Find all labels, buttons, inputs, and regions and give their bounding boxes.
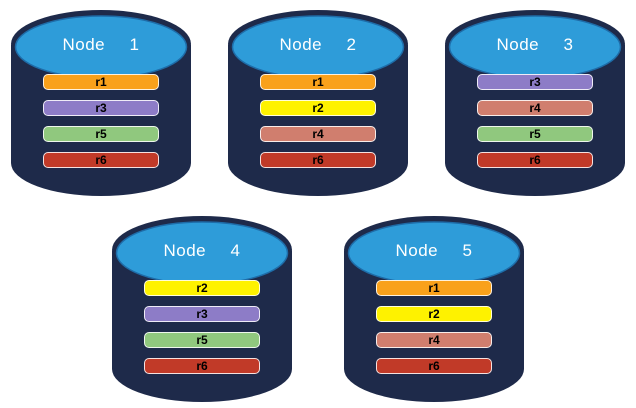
- node-row-top: Node 1 r1 r3 r5 r6 Node 2 r1 r2 r4 r6 Node 3 r…: [8, 8, 628, 200]
- replica-bar-r1: r1: [376, 280, 492, 296]
- replica-bar-r6: r6: [260, 152, 376, 168]
- replica-label: r6: [95, 153, 107, 167]
- replica-list: r1 r3 r5 r6: [43, 74, 159, 168]
- replica-label: r5: [529, 127, 541, 141]
- node-title: Node 2: [279, 35, 357, 54]
- replica-label: r6: [428, 359, 440, 373]
- replica-label: r2: [312, 101, 324, 115]
- replica-list: r1 r2 r4 r6: [376, 280, 492, 374]
- replica-bar-r4: r4: [260, 126, 376, 142]
- replica-list: r3 r4 r5 r6: [477, 74, 593, 168]
- replica-label: r6: [196, 359, 208, 373]
- replica-label: r3: [95, 101, 107, 115]
- replica-label: r2: [428, 307, 440, 321]
- replica-label: r5: [196, 333, 208, 347]
- replica-label: r2: [196, 281, 208, 295]
- replica-bar-r5: r5: [43, 126, 159, 142]
- node-title: Node 5: [395, 241, 473, 260]
- replica-bar-r6: r6: [144, 358, 260, 374]
- node-row-bottom: Node 4 r2 r3 r5 r6 Node 5 r1 r2 r4 r6: [0, 214, 636, 406]
- replica-bar-r6: r6: [376, 358, 492, 374]
- replica-label: r1: [428, 281, 440, 295]
- replica-label: r1: [95, 75, 107, 89]
- database-node-3: Node 3 r3 r4 r5 r6: [442, 8, 628, 200]
- replica-bar-r2: r2: [376, 306, 492, 322]
- replica-bar-r3: r3: [477, 74, 593, 90]
- replica-bar-r5: r5: [477, 126, 593, 142]
- replica-label: r3: [196, 307, 208, 321]
- node-title: Node 3: [496, 35, 574, 54]
- replica-bar-r4: r4: [477, 100, 593, 116]
- database-node-4: Node 4 r2 r3 r5 r6: [109, 214, 295, 406]
- replica-bar-r4: r4: [376, 332, 492, 348]
- database-node-1: Node 1 r1 r3 r5 r6: [8, 8, 194, 200]
- replica-bar-r1: r1: [260, 74, 376, 90]
- replica-label: r6: [529, 153, 541, 167]
- replica-bar-r6: r6: [477, 152, 593, 168]
- replica-bar-r3: r3: [43, 100, 159, 116]
- replica-bar-r6: r6: [43, 152, 159, 168]
- replica-bar-r2: r2: [260, 100, 376, 116]
- replica-label: r4: [529, 101, 541, 115]
- replica-label: r4: [312, 127, 324, 141]
- replica-bar-r3: r3: [144, 306, 260, 322]
- database-node-2: Node 2 r1 r2 r4 r6: [225, 8, 411, 200]
- node-title: Node 4: [163, 241, 241, 260]
- replica-label: r5: [95, 127, 107, 141]
- replica-list: r1 r2 r4 r6: [260, 74, 376, 168]
- node-title: Node 1: [62, 35, 140, 54]
- replica-bar-r2: r2: [144, 280, 260, 296]
- replica-bar-r1: r1: [43, 74, 159, 90]
- replica-list: r2 r3 r5 r6: [144, 280, 260, 374]
- replica-bar-r5: r5: [144, 332, 260, 348]
- replica-label: r6: [312, 153, 324, 167]
- replica-label: r4: [428, 333, 440, 347]
- database-node-5: Node 5 r1 r2 r4 r6: [341, 214, 527, 406]
- replica-label: r3: [529, 75, 541, 89]
- replica-label: r1: [312, 75, 324, 89]
